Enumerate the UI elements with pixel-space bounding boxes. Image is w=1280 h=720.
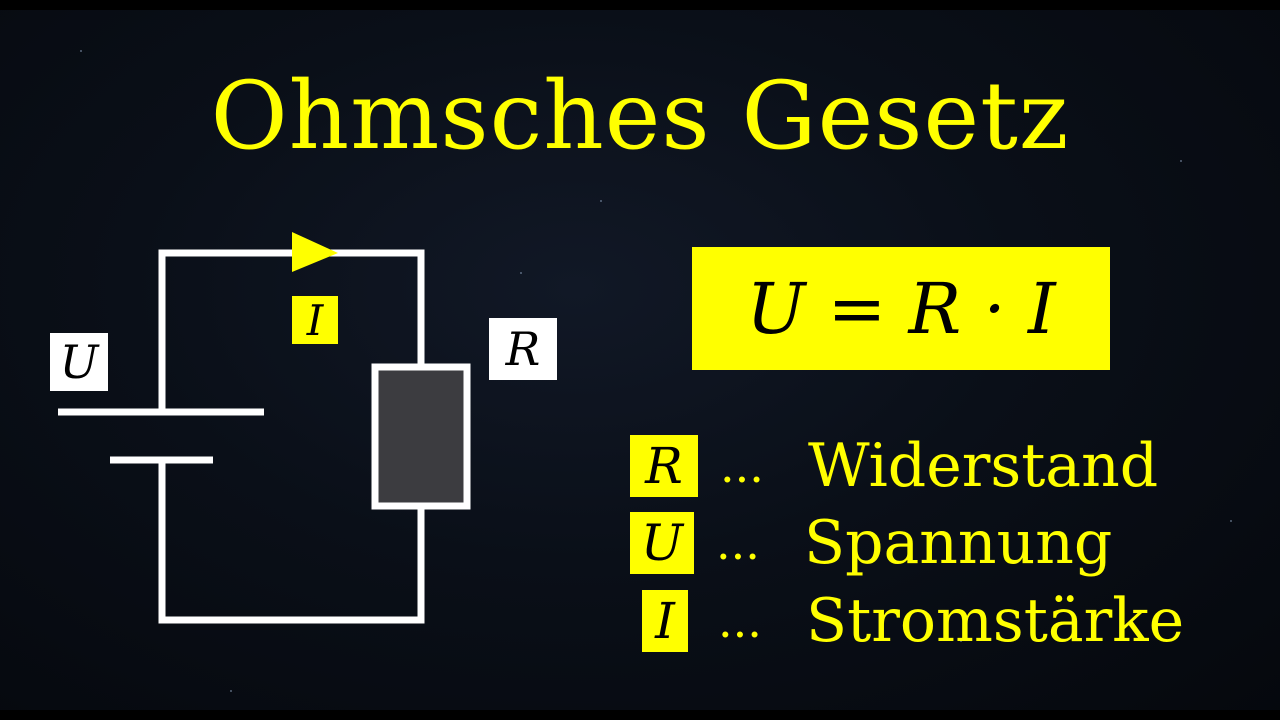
resistor-body bbox=[371, 363, 471, 510]
legend-meaning: Widerstand bbox=[808, 431, 1159, 501]
legend-separator: ... bbox=[720, 439, 764, 493]
page-title: Ohmsches Gesetz bbox=[210, 62, 1070, 171]
current-label: I bbox=[292, 296, 338, 345]
legend-separator: ... bbox=[718, 594, 762, 648]
background-star bbox=[1180, 160, 1182, 162]
current-arrow-icon bbox=[292, 232, 338, 272]
legend-separator: ... bbox=[716, 516, 760, 570]
legend-meaning: Spannung bbox=[804, 508, 1113, 578]
background-star bbox=[80, 50, 82, 52]
letterbox-top bbox=[0, 0, 1280, 10]
wire-left-bottom bbox=[158, 460, 425, 624]
wire-left-top bbox=[158, 249, 425, 412]
legend-symbol: U bbox=[630, 512, 694, 574]
legend-item-current: I ... Stromstärke bbox=[620, 585, 1184, 657]
legend-item-voltage: U ... Spannung bbox=[620, 507, 1112, 579]
ohms-law-formula: U = R · I bbox=[692, 247, 1110, 370]
voltage-label: U bbox=[50, 333, 108, 391]
resistor-label: R bbox=[489, 318, 557, 380]
background-star bbox=[960, 640, 962, 642]
background-star bbox=[230, 690, 232, 692]
legend-meaning: Stromstärke bbox=[806, 586, 1185, 656]
background-star bbox=[520, 272, 522, 274]
legend-symbol: R bbox=[630, 435, 698, 497]
legend-item-resistance: R ... Widerstand bbox=[620, 430, 1158, 502]
background-star bbox=[1230, 520, 1232, 522]
letterbox-bottom bbox=[0, 710, 1280, 720]
background-star bbox=[600, 200, 602, 202]
legend-symbol: I bbox=[642, 590, 688, 652]
